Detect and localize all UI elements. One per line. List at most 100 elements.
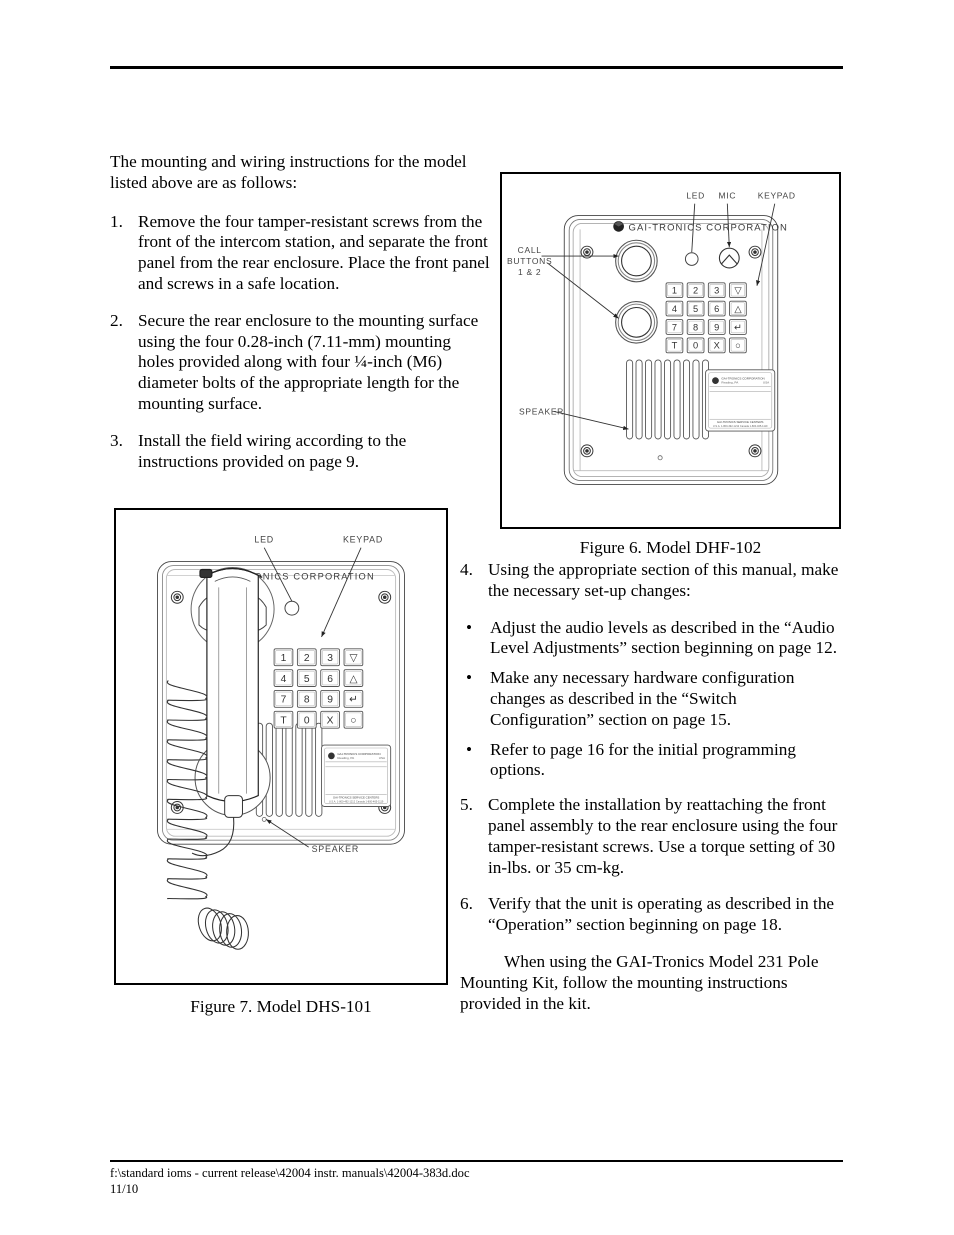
keypad-key-2[interactable]: 2 [296, 648, 317, 667]
speaker-slot [664, 359, 672, 440]
bullet-dot-icon: • [466, 617, 473, 637]
keypad-key-7[interactable]: 7 [273, 690, 294, 708]
figure6-brand-text: GAI-TRONICS CORPORATION [628, 222, 787, 233]
keypad-key-↵[interactable]: ↵ [343, 690, 364, 708]
keypad-key-2[interactable]: 2 [686, 282, 705, 299]
svg-text:USA: USA [763, 381, 770, 385]
svg-text:9: 9 [327, 695, 333, 706]
keypad-key-4[interactable]: 4 [665, 300, 684, 317]
svg-text:Reading, PA: Reading, PA [721, 381, 739, 385]
svg-text:9: 9 [714, 322, 719, 332]
keypad-key-7[interactable]: 7 [665, 319, 684, 335]
keypad-key-1[interactable]: 1 [665, 282, 684, 299]
numbered-step-2: 2. Secure the rear enclosure to the moun… [110, 311, 490, 415]
header-rule [110, 66, 843, 69]
svg-text:6: 6 [327, 674, 333, 685]
keypad-key-X[interactable]: X [707, 337, 726, 354]
step-text: Install the field wiring according to th… [138, 430, 407, 471]
step-number: 1. [110, 211, 123, 231]
bullet-item: • Adjust the audio levels as described i… [460, 618, 843, 660]
keypad-key-1[interactable]: 1 [273, 648, 294, 667]
keypad-key-5[interactable]: 5 [296, 669, 317, 687]
keypad-key-↵[interactable]: ↵ [729, 319, 747, 335]
step-number: 5. [460, 795, 473, 815]
svg-text:GAI-TRONICS CORPORATION: GAI-TRONICS CORPORATION [337, 752, 380, 756]
callout-keypad: KEYPAD [343, 535, 383, 545]
speaker-slot [626, 359, 634, 440]
keypad-key-3[interactable]: 3 [707, 282, 726, 299]
svg-text:7: 7 [672, 322, 677, 332]
coiled-handset-cord [166, 680, 249, 950]
svg-text:GAI-TRONICS SERVICE CENTERS: GAI-TRONICS SERVICE CENTERS [717, 420, 764, 424]
figure-7-dhs-101-diagram: ONICS CORPORATION [114, 508, 448, 985]
svg-text:USA: USA [379, 756, 386, 760]
keypad-key-6[interactable]: 6 [320, 669, 340, 687]
numbered-step-6: 6. Verify that the unit is operating as … [460, 894, 843, 936]
keypad-key-8[interactable]: 8 [296, 690, 317, 708]
right-text-column: 4. Using the appropriate section of this… [460, 560, 843, 1014]
callout-keypad: KEYPAD [758, 191, 796, 201]
mic-port [718, 247, 740, 269]
keypad-key-T[interactable]: T [665, 337, 684, 354]
keypad-key-▽[interactable]: ▽ [729, 282, 747, 299]
bullet-item: • Make any necessary hardware configurat… [460, 668, 843, 730]
svg-text:2: 2 [304, 653, 310, 664]
callout-led: LED [686, 191, 705, 201]
keypad-key-○[interactable]: ○ [729, 337, 747, 354]
footer-rule [110, 1160, 843, 1162]
speaker-slot [692, 359, 700, 440]
keypad-key-5[interactable]: 5 [686, 300, 705, 317]
keypad-key-4[interactable]: 4 [273, 669, 294, 687]
led-indicator [684, 252, 699, 266]
keypad-key-0[interactable]: 0 [686, 337, 705, 354]
svg-text:↵: ↵ [734, 322, 742, 332]
keypad-key-8[interactable]: 8 [686, 319, 705, 335]
keypad-key-0[interactable]: 0 [296, 710, 317, 729]
svg-text:↵: ↵ [349, 695, 358, 706]
figure-6-dhf-102-diagram: GAI-TRONICS CORPORATION [500, 172, 841, 529]
step-number: 4. [460, 560, 473, 579]
speaker-slot [275, 722, 283, 817]
keypad-key-X[interactable]: X [320, 710, 340, 729]
bullet-dot-icon: • [466, 668, 473, 688]
callout-call-3: 1 & 2 [518, 267, 541, 277]
svg-text:Reading, PA: Reading, PA [337, 756, 355, 760]
keypad-key-6[interactable]: 6 [707, 300, 726, 317]
keypad-key-▽[interactable]: ▽ [343, 648, 364, 667]
svg-text:1: 1 [672, 286, 677, 296]
callout-led: LED [254, 535, 274, 545]
svg-text:6: 6 [714, 304, 719, 314]
svg-text:3: 3 [327, 653, 333, 664]
speaker-slot [305, 722, 313, 817]
svg-text:0: 0 [304, 715, 310, 726]
step-text: Verify that the unit is operating as des… [488, 894, 835, 935]
speaker-slot [285, 722, 293, 817]
bullet-text: Refer to page 16 for the initial program… [490, 739, 796, 780]
keypad-key-△[interactable]: △ [729, 300, 747, 317]
keypad-key-9[interactable]: 9 [320, 690, 340, 708]
left-text-column: The mounting and wiring instructions for… [110, 152, 490, 488]
intro-paragraph: The mounting and wiring instructions for… [110, 152, 467, 192]
footer-block: f:\standard ioms - current release\42004… [110, 1166, 810, 1197]
bullet-dot-icon: • [466, 739, 473, 759]
bullet-text: Adjust the audio levels as described in … [490, 617, 838, 658]
keypad-key-9[interactable]: 9 [707, 319, 726, 335]
svg-text:GAI-TRONICS SERVICE CENTERS: GAI-TRONICS SERVICE CENTERS [333, 796, 380, 800]
keypad-key-○[interactable]: ○ [343, 710, 364, 729]
keypad-key-T[interactable]: T [273, 710, 294, 729]
step-text: Using the appropriate section of this ma… [488, 560, 839, 600]
svg-text:7: 7 [281, 695, 287, 706]
svg-text:T: T [672, 341, 678, 351]
svg-text:○: ○ [350, 715, 356, 726]
keypad-key-3[interactable]: 3 [320, 648, 340, 667]
svg-text:5: 5 [693, 304, 698, 314]
svg-text:U.S.A. 1-800-492-1212 Canada: U.S.A. 1-800-492-1212 Canada 1-800-465-1… [713, 424, 768, 428]
svg-text:8: 8 [304, 695, 310, 706]
numbered-step-1: 1. Remove the four tamper-resistant scre… [110, 212, 490, 295]
step-4-bullet-list: • Adjust the audio levels as described i… [460, 618, 843, 782]
product-label-plate: GAI-TRONICS CORPORATION Reading, PA USA … [321, 744, 392, 807]
keypad-key-△[interactable]: △ [343, 669, 364, 687]
figure-7-caption: Figure 7. Model DHS-101 [190, 997, 372, 1016]
figure7-brand-text: ONICS CORPORATION [254, 571, 375, 581]
